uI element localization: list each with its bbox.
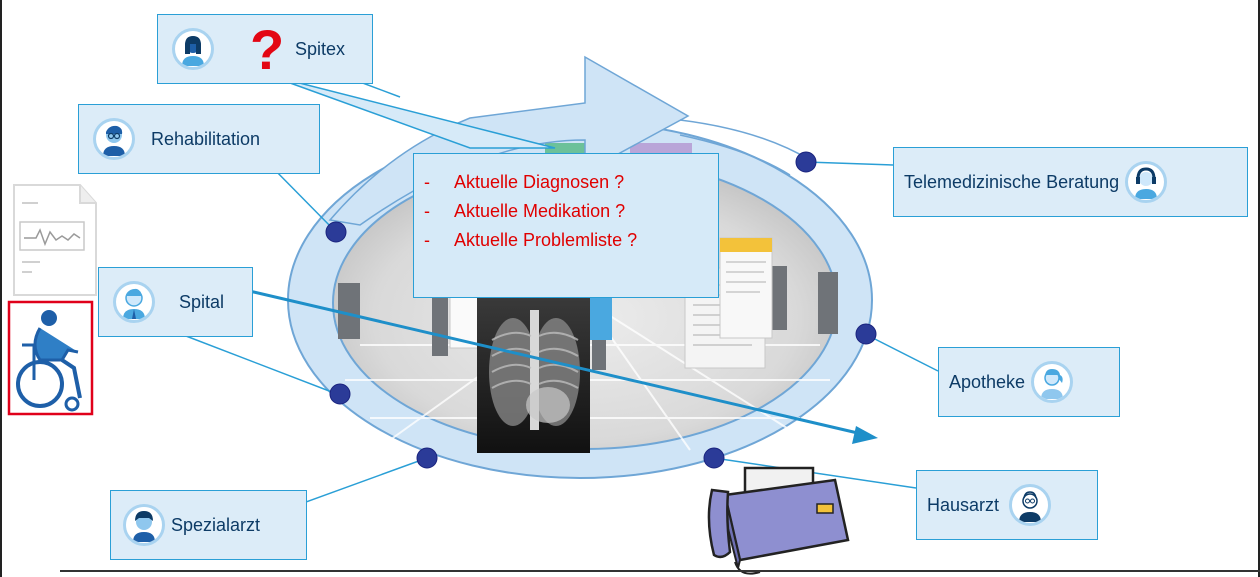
frame-bottom-line	[60, 570, 1260, 572]
question-problemliste: Aktuelle Problemliste ?	[454, 230, 638, 250]
network-nodes	[325, 151, 877, 469]
callout-spitex[interactable]: Spitex	[157, 14, 373, 84]
wheelchair-patient-icon	[7, 300, 94, 416]
headset-avatar-icon	[1125, 161, 1168, 203]
nurse-avatar-icon	[172, 28, 214, 70]
blue-panel	[590, 296, 612, 340]
callout-label-hausarzt: Hausarzt	[927, 494, 1000, 515]
missing-information-box: - Aktuelle Diagnosen ? - Aktuelle Medika…	[413, 153, 719, 298]
doctor-avatar-icon	[113, 281, 155, 323]
callout-hausarzt[interactable]: Hausarzt	[916, 470, 1098, 540]
pharmacist-avatar-icon	[1031, 361, 1074, 403]
doctor-avatar-icon	[123, 504, 165, 546]
callout-label-spital: Spital	[179, 291, 225, 312]
question-medikation: Aktuelle Medikation ?	[454, 201, 626, 221]
callout-label-spezialarzt: Spezialarzt	[171, 514, 261, 535]
callout-label-telemedizin: Telemedizinische Beratung	[904, 171, 1120, 192]
callout-apotheke[interactable]: Apotheke	[938, 347, 1120, 417]
doctor-avatar-icon	[1009, 484, 1052, 526]
callout-label-spitex: Spitex	[295, 39, 346, 59]
xray-icon	[477, 296, 590, 453]
callout-label-rehabilitation: Rehabilitation	[151, 128, 261, 149]
frame-right-border	[1258, 0, 1260, 577]
document-ecg-icon	[13, 184, 97, 296]
question-item: - Aktuelle Problemliste ?	[424, 230, 638, 250]
referral-arrow	[214, 281, 863, 436]
doctor-avatar-icon	[93, 118, 135, 160]
frame-left-border	[0, 0, 2, 577]
fax-machine-icon	[707, 466, 850, 575]
question-mark-icon: ?	[250, 18, 285, 81]
question-item: - Aktuelle Diagnosen ?	[424, 172, 625, 192]
question-diagnosen: Aktuelle Diagnosen ?	[454, 172, 625, 192]
callout-spital[interactable]: Spital	[98, 267, 253, 337]
callout-rehabilitation[interactable]: Rehabilitation	[78, 104, 320, 174]
callout-label-apotheke: Apotheke	[949, 371, 1026, 392]
question-item: - Aktuelle Medikation ?	[424, 201, 626, 221]
callout-spezialarzt[interactable]: Spezialarzt	[110, 490, 307, 560]
callout-telemedizin[interactable]: Telemedizinische Beratung	[893, 147, 1248, 217]
question-pointer	[267, 74, 556, 149]
connector-lines	[185, 81, 939, 511]
